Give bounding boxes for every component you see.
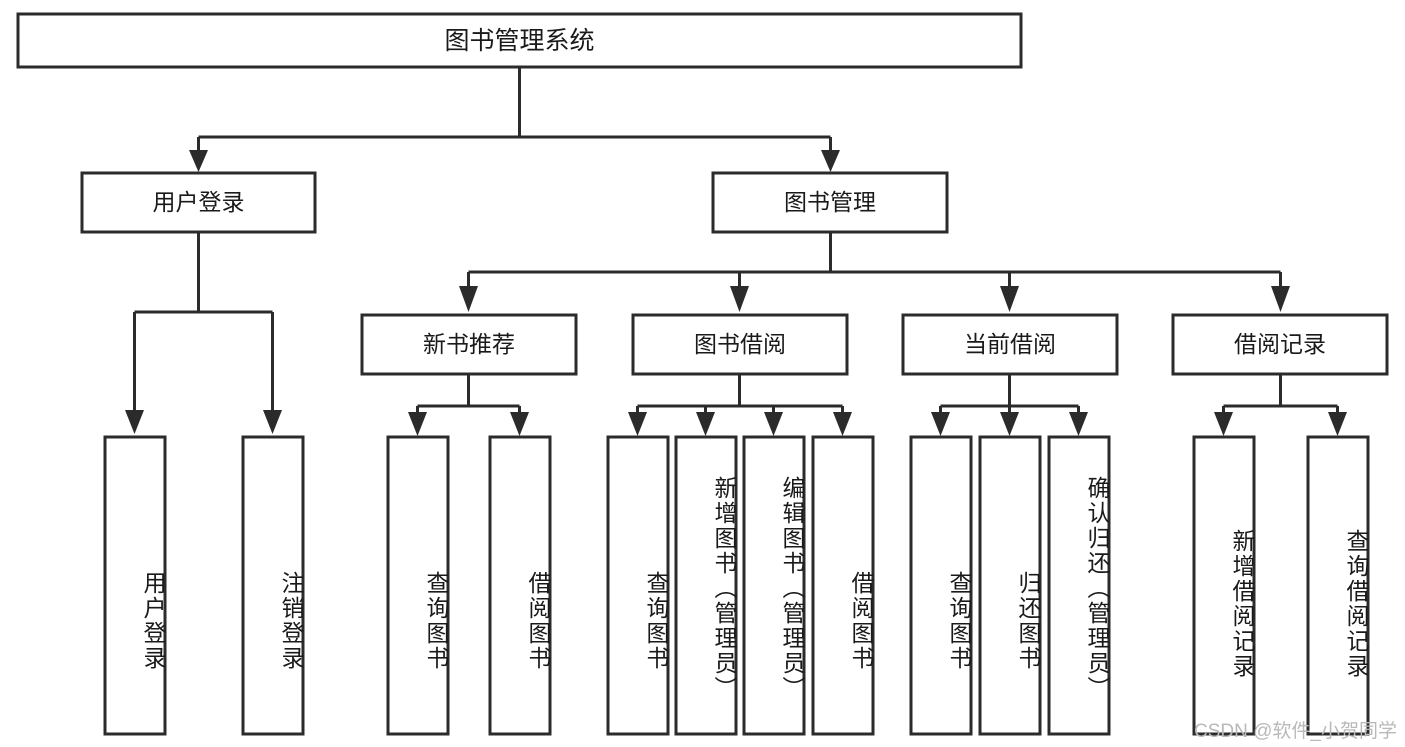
node-new-book-recommend[interactable] [360,313,578,376]
node-leaf-return-book[interactable] [978,435,1042,736]
node-leaf-query-book-1[interactable] [386,435,450,736]
arrow-root-to-user-login [189,150,208,172]
arrow-bookmanage-to-new-book [459,286,478,312]
node-leaf-borrow-book-2[interactable] [811,435,875,736]
arrow-bookborrow-leaf-4 [833,412,852,436]
arrow-currentborrow-leaf-3 [1069,412,1088,436]
node-leaf-query-book-3[interactable] [909,435,973,736]
node-leaf-query-record[interactable] [1306,435,1370,736]
node-leaf-add-record[interactable] [1192,435,1256,736]
node-leaf-query-book-2[interactable] [606,435,670,736]
node-box-group [16,12,1389,736]
arrow-bookborrow-leaf-1 [628,412,647,436]
arrow-bookborrow-leaf-2 [696,412,715,436]
node-leaf-edit-book[interactable] [742,435,806,736]
node-leaf-borrow-book-1[interactable] [488,435,552,736]
node-book-borrow[interactable] [631,313,849,376]
node-borrow-record[interactable] [1171,313,1389,376]
arrow-root-to-book-manage [821,150,840,172]
arrow-bookborrow-leaf-3 [764,412,783,436]
arrow-newbook-leaf-2 [510,412,529,436]
arrow-bookmanage-to-book-borrow [730,286,749,312]
node-current-borrow[interactable] [901,313,1119,376]
node-user-login[interactable] [80,171,317,234]
arrow-borrowrecord-leaf-1 [1214,412,1233,436]
node-leaf-user-login[interactable] [103,435,167,736]
connector-group [125,67,1347,436]
node-leaf-logout[interactable] [241,435,305,736]
arrow-currentborrow-leaf-2 [1000,412,1019,436]
arrow-currentborrow-leaf-1 [931,412,950,436]
arrow-bookmanage-to-current-borrow [1000,286,1019,312]
node-book-manage[interactable] [711,171,949,234]
arrow-userlogin-leaf-2 [263,410,282,434]
arrow-newbook-leaf-1 [408,412,427,436]
node-leaf-add-book[interactable] [674,435,738,736]
arrow-bookmanage-to-borrow-record [1271,286,1290,312]
node-leaf-confirm-return[interactable] [1047,435,1111,736]
node-root[interactable] [16,12,1023,69]
arrow-borrowrecord-leaf-2 [1328,412,1347,436]
arrow-userlogin-leaf-1 [125,410,144,434]
